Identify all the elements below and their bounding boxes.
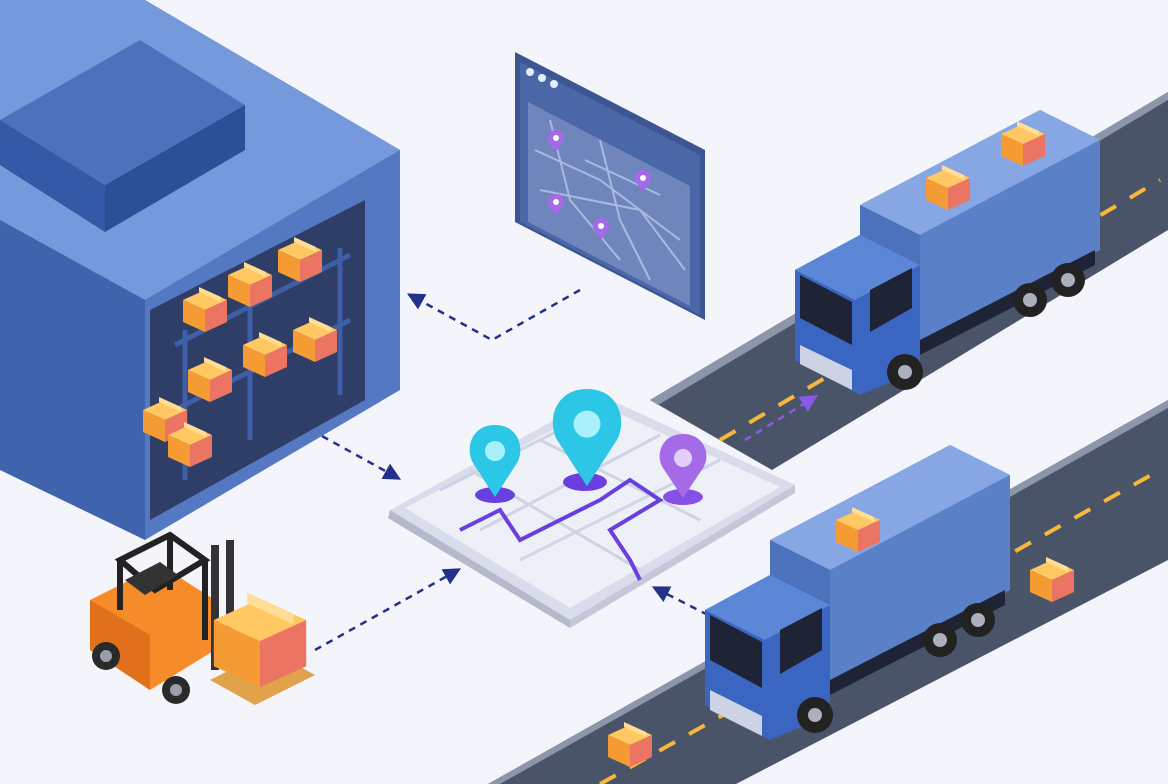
window-dot-icon [526,68,534,76]
flow-arrow-purple [744,395,818,442]
route-line [459,477,664,581]
window-dot-icon [550,80,558,88]
forklift [90,531,315,705]
delivery-truck [795,110,1100,395]
flow-arrows [314,288,709,652]
delivery-truck [705,445,1010,740]
browser-map-streets [534,119,686,281]
warehouse [0,0,400,540]
map-browser-window [515,52,705,320]
route-map-tablet [388,389,795,628]
window-dot-icon [538,74,546,82]
